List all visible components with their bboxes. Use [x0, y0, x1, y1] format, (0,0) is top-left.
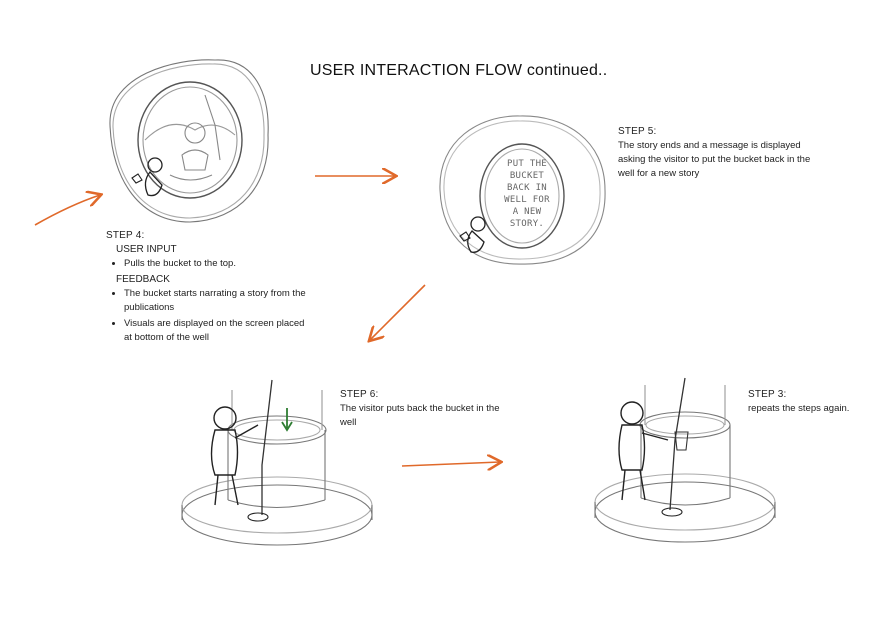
- list-item: Pulls the bucket to the top.: [124, 257, 306, 271]
- step4-user-input-label: USER INPUT: [116, 244, 177, 255]
- page-title: USER INTERACTION FLOW continued..: [310, 62, 608, 79]
- step3-text: repeats the steps again.: [748, 403, 850, 414]
- arrow-into-step4: [34, 195, 100, 226]
- step4-feedback-label: FEEDBACK: [116, 274, 170, 285]
- step6-text: The visitor puts back the bucket in the …: [340, 403, 500, 428]
- step6-block: STEP 6: The visitor puts back the bucket…: [340, 388, 500, 430]
- step6-well-illustration: [181, 379, 373, 546]
- step6-heading: STEP 6:: [340, 389, 379, 400]
- arrow-step5-to-step6: [370, 284, 426, 340]
- step5-screen-message: PUT THE BUCKET BACK IN WELL FOR A NEW ST…: [504, 159, 550, 229]
- step3-heading: STEP 3:: [748, 389, 787, 400]
- step3-block: STEP 3: repeats the steps again.: [748, 388, 868, 416]
- step4-user-input-list: Pulls the bucket to the top.: [106, 257, 306, 271]
- arrow-step6-to-step3: [401, 462, 500, 466]
- flow-arrows: [34, 176, 500, 466]
- step5-text: The story ends and a message is displaye…: [618, 140, 811, 179]
- step4-screen-illustration: [109, 59, 269, 223]
- list-item: Visuals are displayed on the screen plac…: [124, 317, 306, 345]
- step5-heading: STEP 5:: [618, 126, 657, 137]
- step4-block: STEP 4: USER INPUT Pulls the bucket to t…: [106, 229, 306, 347]
- list-item: The bucket starts narrating a story from…: [124, 287, 306, 315]
- step5-screen-illustration: [439, 115, 606, 265]
- step3-well-illustration: [594, 377, 776, 543]
- step4-heading: STEP 4:: [106, 230, 145, 241]
- step4-feedback-list: The bucket starts narrating a story from…: [106, 287, 306, 345]
- step5-block: STEP 5: The story ends and a message is …: [618, 125, 828, 181]
